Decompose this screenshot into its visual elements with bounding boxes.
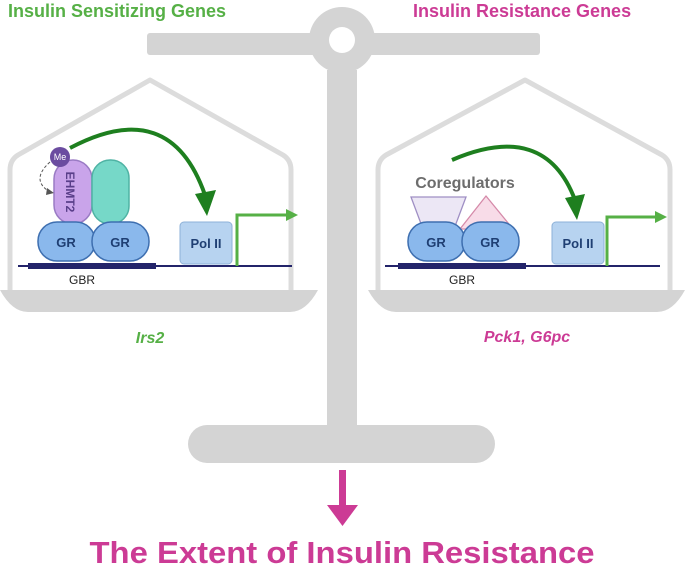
left-activation-arrow	[69, 127, 207, 196]
left-activation-arrowhead	[195, 190, 216, 216]
left-pol-ii-label: Pol II	[190, 236, 221, 251]
right-gbr-segment	[398, 263, 526, 269]
coregulators-label: Coregulators	[415, 175, 515, 192]
scale-post	[327, 70, 357, 438]
balance-scale	[0, 7, 685, 463]
left-gbr-label: GBR	[69, 273, 95, 287]
ehmt2-label: EHMT2	[63, 172, 77, 213]
right-pan-content: Coregulators GR GR Pol II GBR	[385, 144, 667, 287]
left-pol-ii	[179, 221, 233, 265]
right-gr-right-label: GR	[480, 235, 500, 250]
left-gr-right-label: GR	[110, 235, 130, 250]
left-pan-tray	[0, 290, 318, 312]
right-title: Insulin Resistance Genes	[413, 1, 631, 21]
conclusion-title: The Extent of Insulin Resistance	[90, 535, 595, 566]
teal-protein	[91, 159, 130, 225]
left-gbr-segment	[28, 263, 156, 269]
right-pol-ii	[551, 221, 605, 265]
outcome-arrowhead	[327, 505, 358, 526]
methylation-dashed-arrow	[39, 161, 51, 193]
right-tss-arrowhead	[655, 211, 667, 223]
methyl-mark	[50, 147, 70, 167]
methylation-arrowhead	[46, 188, 54, 195]
scale-base	[188, 425, 495, 463]
right-gbr-label: GBR	[449, 273, 475, 287]
left-gene-label: Irs2	[136, 330, 165, 347]
right-pan-hanger	[375, 77, 673, 292]
right-gene-label: Pck1, G6pc	[484, 329, 570, 346]
right-gr-right	[461, 221, 520, 262]
left-gr-left-label: GR	[56, 235, 76, 250]
left-pan-hanger	[7, 77, 294, 292]
left-tss-arrow	[235, 213, 288, 266]
outcome-arrow-shaft	[339, 470, 346, 510]
right-pol-ii-label: Pol II	[562, 236, 593, 251]
right-activation-arrow	[451, 144, 577, 201]
left-pan-content: EHMT2 Me GR GR Pol II GBR	[18, 127, 298, 287]
methyl-label: Me	[54, 152, 67, 162]
right-tss-arrow	[605, 215, 657, 266]
left-gr-right	[91, 221, 150, 262]
left-title: Insulin Sensitizing Genes	[8, 1, 226, 21]
scale-pivot-hole	[329, 27, 355, 53]
right-activation-arrowhead	[565, 194, 585, 220]
left-tss-arrowhead	[286, 209, 298, 221]
right-pan-tray	[368, 290, 685, 312]
right-gr-left-label: GR	[426, 235, 446, 250]
